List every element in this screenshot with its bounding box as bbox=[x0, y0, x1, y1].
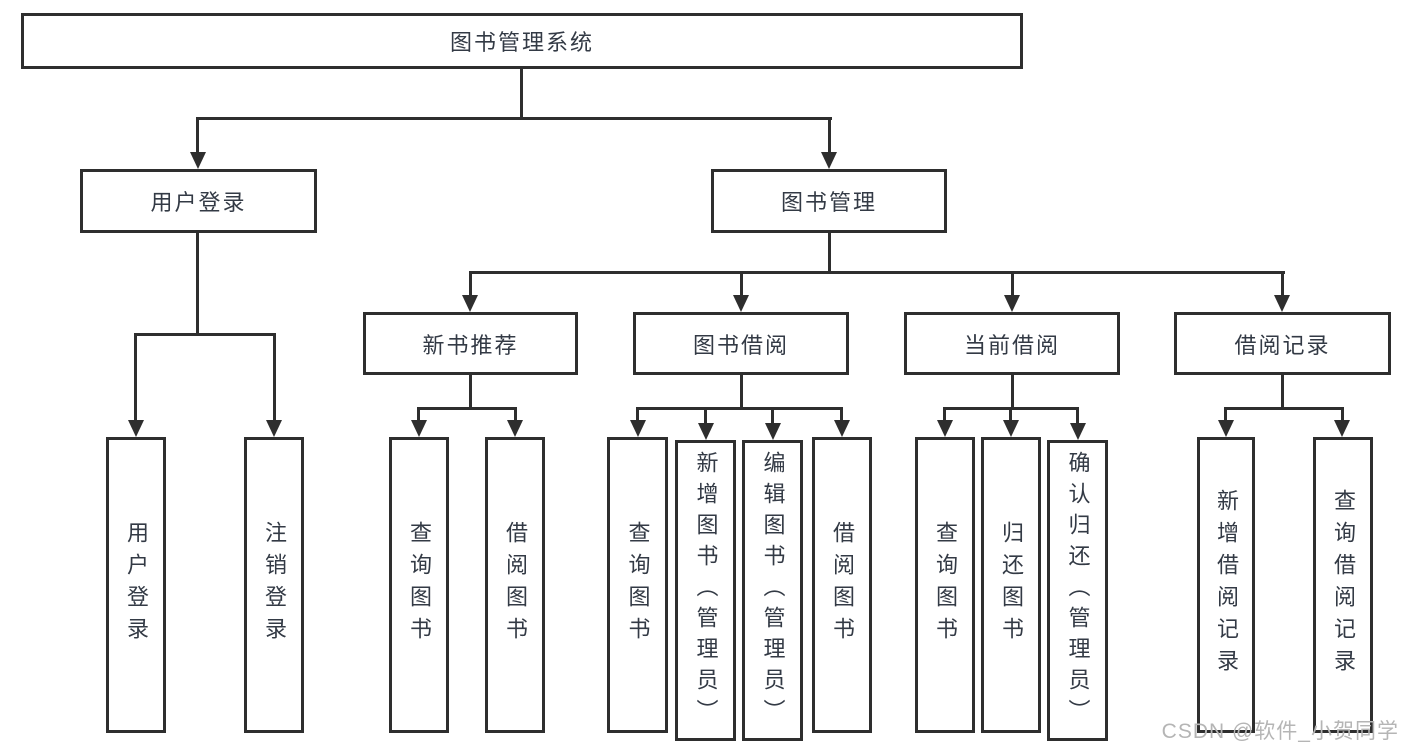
leaf-logout-label: 注销登录 bbox=[262, 521, 287, 649]
connector-drop-bb-query bbox=[636, 407, 639, 422]
arrowhead-new-book-rec bbox=[462, 295, 478, 312]
leaf-add-borrow-record-label: 新增借阅记录 bbox=[1214, 489, 1239, 681]
arrowhead-user-login bbox=[190, 152, 206, 169]
node-book-management: 图书管理 bbox=[711, 169, 947, 233]
node-book-management-label: 图书管理 bbox=[780, 190, 877, 215]
leaf-add-borrow-record: 新增借阅记录 bbox=[1197, 437, 1255, 733]
leaf-query-borrow-record: 查询借阅记录 bbox=[1313, 437, 1373, 733]
leaf-query-books-recommendation: 查询图书 bbox=[389, 437, 449, 733]
leaf-query-books-current: 查询图书 bbox=[915, 437, 975, 733]
connector-drop-user-login bbox=[196, 117, 199, 154]
leaf-return-books-label: 归还图书 bbox=[999, 521, 1024, 649]
arrowhead-cb-query bbox=[937, 420, 953, 437]
connector-drop-cb-confirm bbox=[1076, 407, 1079, 425]
connector-book-mgmt-stem bbox=[828, 233, 831, 273]
leaf-user-login-label: 用户登录 bbox=[124, 521, 149, 649]
arrowhead-br-add bbox=[1218, 420, 1234, 437]
connector-root-stem bbox=[520, 69, 523, 120]
arrowhead-book-borrow bbox=[733, 295, 749, 312]
leaf-edit-books-admin-label: 编辑图书（管理员） bbox=[760, 451, 786, 730]
node-root-label: 图书管理系统 bbox=[449, 30, 594, 55]
arrowhead-current-borrow bbox=[1004, 295, 1020, 312]
arrowhead-cb-confirm bbox=[1070, 423, 1086, 440]
node-new-book-recommendation-label: 新书推荐 bbox=[422, 332, 519, 358]
node-borrowing-records: 借阅记录 bbox=[1174, 312, 1391, 375]
leaf-borrow-books-label: 借阅图书 bbox=[830, 521, 855, 649]
connector-drop-bb-borrow bbox=[840, 407, 843, 422]
arrowhead-cb-return bbox=[1003, 420, 1019, 437]
csdn-watermark: CSDN @软件_小贺同学 bbox=[1161, 720, 1399, 743]
arrowhead-bb-query bbox=[630, 420, 646, 437]
connector-current-borrow-stem bbox=[1011, 375, 1014, 409]
connector-borrow-records-crossbar bbox=[1224, 407, 1344, 410]
leaf-confirm-return-admin-label: 确认归还（管理员） bbox=[1065, 451, 1091, 730]
connector-book-borrow-crossbar bbox=[636, 407, 843, 410]
arrowhead-bb-edit bbox=[765, 423, 781, 440]
node-user-login: 用户登录 bbox=[80, 169, 317, 233]
arrowhead-nbr-query bbox=[411, 420, 427, 437]
leaf-user-login: 用户登录 bbox=[106, 437, 166, 733]
arrowhead-book-mgmt bbox=[821, 152, 837, 169]
connector-drop-cb-query bbox=[943, 407, 946, 422]
node-new-book-recommendation: 新书推荐 bbox=[363, 312, 578, 375]
connector-drop-br-add bbox=[1224, 407, 1227, 422]
connector-book-borrow-stem bbox=[740, 375, 743, 409]
leaf-query-books-recommendation-label: 查询图书 bbox=[407, 521, 432, 649]
leaf-logout: 注销登录 bbox=[244, 437, 304, 733]
connector-drop-leaf-logout bbox=[273, 333, 276, 422]
connector-drop-book-borrow bbox=[740, 271, 743, 297]
connector-root-crossbar bbox=[196, 117, 832, 120]
node-book-borrowing-label: 图书借阅 bbox=[692, 332, 789, 358]
arrowhead-leaf-logout bbox=[266, 420, 282, 437]
connector-new-book-rec-crossbar bbox=[417, 407, 517, 410]
connector-drop-book-mgmt bbox=[828, 117, 831, 154]
connector-drop-leaf-user-login bbox=[134, 333, 137, 422]
node-library-management-system: 图书管理系统 bbox=[21, 13, 1023, 69]
arrowhead-bb-add bbox=[698, 423, 714, 440]
node-current-borrowing-label: 当前借阅 bbox=[963, 332, 1060, 358]
leaf-add-books-admin-label: 新增图书（管理员） bbox=[693, 451, 719, 730]
connector-drop-new-book-rec bbox=[469, 271, 472, 297]
leaf-edit-books-admin: 编辑图书（管理员） bbox=[742, 440, 803, 741]
connector-borrow-records-stem bbox=[1281, 375, 1284, 409]
leaf-query-borrow-record-label: 查询借阅记录 bbox=[1331, 489, 1356, 681]
leaf-add-books-admin: 新增图书（管理员） bbox=[675, 440, 736, 741]
node-user-login-label: 用户登录 bbox=[150, 190, 247, 215]
connector-drop-borrow-records bbox=[1281, 271, 1284, 297]
connector-drop-nbr-borrow bbox=[514, 407, 517, 422]
connector-user-login-crossbar bbox=[134, 333, 276, 336]
leaf-query-books-borrowing: 查询图书 bbox=[607, 437, 668, 733]
leaf-confirm-return-admin: 确认归还（管理员） bbox=[1047, 440, 1108, 741]
connector-drop-bb-edit bbox=[771, 407, 774, 425]
leaf-query-books-current-label: 查询图书 bbox=[933, 521, 958, 649]
connector-drop-nbr-query bbox=[417, 407, 420, 422]
leaf-borrow-books-recommendation: 借阅图书 bbox=[485, 437, 545, 733]
arrowhead-borrow-records bbox=[1274, 295, 1290, 312]
arrowhead-br-query bbox=[1334, 420, 1350, 437]
connector-drop-br-query bbox=[1341, 407, 1344, 422]
leaf-borrow-books: 借阅图书 bbox=[812, 437, 872, 733]
leaf-query-books-borrowing-label: 查询图书 bbox=[625, 521, 651, 649]
arrowhead-leaf-user-login bbox=[128, 420, 144, 437]
connector-drop-bb-add bbox=[704, 407, 707, 425]
connector-user-login-stem bbox=[196, 233, 199, 335]
connector-new-book-rec-stem bbox=[469, 375, 472, 409]
leaf-return-books: 归还图书 bbox=[981, 437, 1041, 733]
node-current-borrowing: 当前借阅 bbox=[904, 312, 1120, 375]
connector-book-mgmt-crossbar bbox=[469, 271, 1285, 274]
connector-drop-cb-return bbox=[1009, 407, 1012, 422]
connector-drop-current-borrow bbox=[1011, 271, 1014, 297]
node-borrowing-records-label: 借阅记录 bbox=[1234, 332, 1331, 358]
node-book-borrowing: 图书借阅 bbox=[633, 312, 849, 375]
arrowhead-bb-borrow bbox=[834, 420, 850, 437]
leaf-borrow-books-recommendation-label: 借阅图书 bbox=[503, 521, 528, 649]
arrowhead-nbr-borrow bbox=[507, 420, 523, 437]
